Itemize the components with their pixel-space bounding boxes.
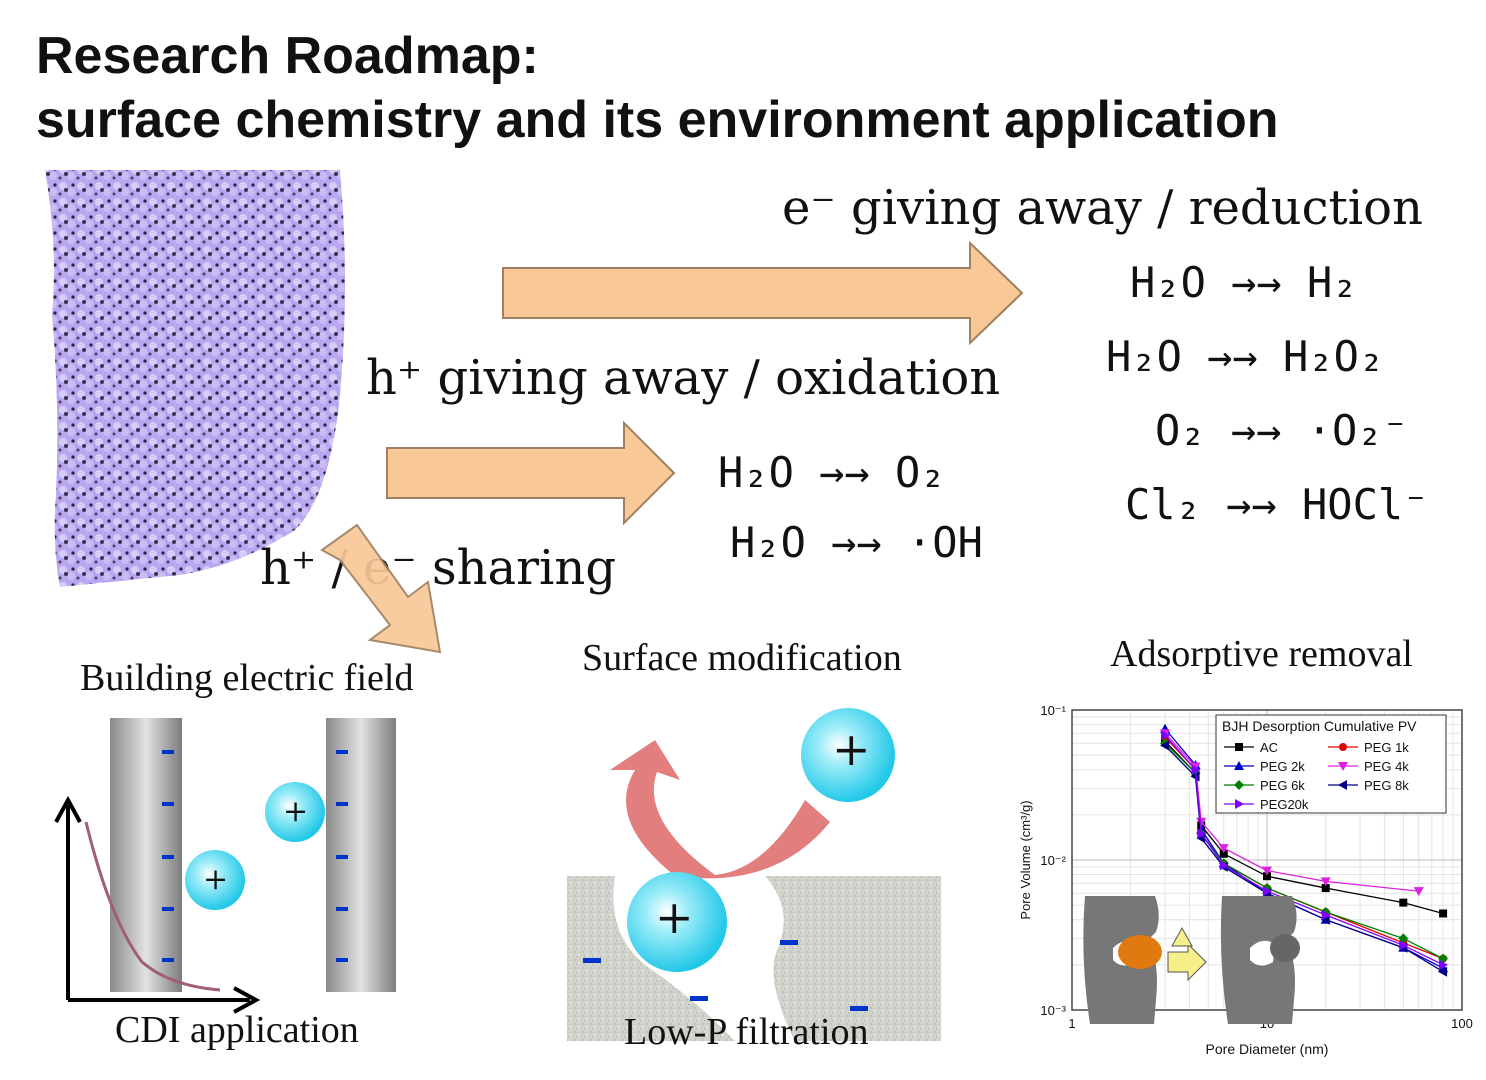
- chart-point: [1218, 844, 1229, 854]
- oxidation-arrow: [386, 420, 676, 526]
- chart-point: [1219, 860, 1229, 871]
- chart-point: [1234, 761, 1244, 770]
- chart-point: [1190, 771, 1200, 782]
- chart-series-line: [1164, 734, 1444, 966]
- chart-point: [1219, 849, 1228, 858]
- chart-legend-entry: PEG 8k: [1364, 778, 1409, 793]
- ion-plus-4: +: [832, 722, 871, 776]
- title-line-1: Research Roadmap:: [36, 27, 539, 85]
- chart-legend-entry: PEG 6k: [1260, 778, 1305, 793]
- chart-legend-entry: AC: [1260, 740, 1278, 755]
- oxidation-reaction-1: H₂O →→ O₂: [718, 448, 946, 497]
- ion-4: [801, 708, 895, 802]
- filtration-label: Low-P filtration: [624, 1011, 869, 1053]
- chart-y-tick-label: 10⁻²: [1040, 853, 1066, 868]
- chart-point: [1160, 740, 1170, 751]
- chart-x-tick-label: 100: [1451, 1016, 1473, 1031]
- reduction-reaction-1: H₂O →→ H₂: [1130, 258, 1358, 307]
- chart-legend: BJH Desorption Cumulative PV AC PEG 1k PEG …: [1215, 714, 1447, 814]
- reduction-arrow: [502, 240, 1024, 346]
- chart-point: [1161, 730, 1171, 741]
- chart-point: [1439, 909, 1448, 918]
- chart-point: [1320, 914, 1330, 925]
- chart-point: [1321, 884, 1330, 893]
- chart-point: [1398, 933, 1409, 944]
- chart-point: [1262, 866, 1272, 876]
- chart-point: [1438, 966, 1448, 977]
- chart-legend-entry: PEG 4k: [1364, 759, 1409, 774]
- porous-material-image: [45, 170, 345, 587]
- electrode-charges: [162, 750, 348, 962]
- reduction-reaction-3: O₂ →→ ·O₂⁻: [1155, 406, 1408, 455]
- chart-point: [1413, 887, 1424, 897]
- ion-plus-2: +: [283, 794, 309, 829]
- adsorptive-removal-label: Adsorptive removal: [1110, 633, 1413, 675]
- chart-series-peg20k: [1161, 730, 1449, 970]
- cdi-label: CDI application: [115, 1009, 359, 1051]
- chart-point: [1399, 898, 1408, 907]
- chart-series-peg-4k: [1160, 729, 1424, 897]
- ion-2: [265, 782, 325, 842]
- electric-field-label: Building electric field: [80, 657, 414, 699]
- cdi-illustration: [54, 718, 396, 1014]
- chart-point: [1338, 762, 1348, 771]
- chart-x-tick-label: 1: [1068, 1016, 1075, 1031]
- chart-y-tick-label: 10⁻³: [1040, 1003, 1066, 1018]
- chart-xlabel: Pore Diameter (nm): [1206, 1041, 1329, 1057]
- surface-charges: [583, 940, 868, 1011]
- reduction-label: e⁻ giving away / reduction: [782, 180, 1423, 236]
- chart-point: [1320, 877, 1331, 887]
- decay-curve: [84, 821, 221, 992]
- surface-modification-illustration: [567, 708, 941, 1041]
- chart-point: [1235, 743, 1243, 751]
- chart-ticks: 11010010⁻³10⁻²10⁻¹: [1040, 703, 1473, 1031]
- chart-legend-entry: PEG 2k: [1260, 759, 1305, 774]
- chart-point: [1263, 872, 1271, 881]
- oxidation-label: h⁺ giving away / oxidation: [366, 350, 1001, 406]
- oxidation-reaction-2: H₂O →→ ·OH: [730, 518, 983, 567]
- reduction-reaction-4: Cl₂ →→ HOCl⁻: [1125, 480, 1429, 529]
- ion-1: [185, 850, 245, 910]
- reduction-reaction-2: H₂O →→ H₂O₂: [1106, 332, 1385, 381]
- chart-legend-title: BJH Desorption Cumulative PV: [1222, 718, 1417, 734]
- chart-point: [1339, 743, 1347, 751]
- transition-arrow: [1167, 942, 1207, 982]
- curved-arrow: [610, 740, 830, 879]
- page-title: Research Roadmap: surface chemistry and …: [36, 24, 1279, 152]
- chart-series: [1160, 723, 1449, 977]
- ion-plus-1: +: [203, 862, 229, 897]
- chart-ylabel: Pore Volume (cm³/g): [1018, 800, 1033, 919]
- chart-point: [1197, 828, 1207, 839]
- chart-point: [1196, 817, 1207, 827]
- chart-legend-entry: PEG20k: [1260, 797, 1309, 812]
- heat-triangle: [1171, 926, 1193, 947]
- sharing-label: h⁺ / e⁻ sharing: [260, 540, 617, 596]
- adsorbate-blob: [1118, 935, 1162, 969]
- sharing-arrow: [320, 523, 442, 654]
- chart-legend-box: [1215, 714, 1447, 814]
- chart-point: [1235, 799, 1244, 809]
- surface-modification-label: Surface modification: [582, 637, 902, 679]
- chart-legend-entry: PEG 1k: [1364, 740, 1409, 755]
- chart-point: [1399, 940, 1409, 951]
- chart-point: [1191, 764, 1201, 775]
- pore-volume-chart: 11010010⁻³10⁻²10⁻¹ Pore Diameter (nm) Po…: [1018, 703, 1473, 1057]
- chart-y-tick-label: 10⁻¹: [1040, 703, 1066, 718]
- chart-point: [1321, 909, 1331, 920]
- chart-point: [1234, 780, 1244, 790]
- ion-3: [627, 872, 727, 972]
- chart-point: [1338, 780, 1347, 790]
- ion-plus-3: +: [655, 890, 694, 944]
- chart-point: [1263, 886, 1272, 897]
- title-line-2: surface chemistry and its environment ap…: [36, 91, 1279, 149]
- pore-inset-illustration: [1083, 896, 1300, 1024]
- chart-point: [1439, 959, 1449, 970]
